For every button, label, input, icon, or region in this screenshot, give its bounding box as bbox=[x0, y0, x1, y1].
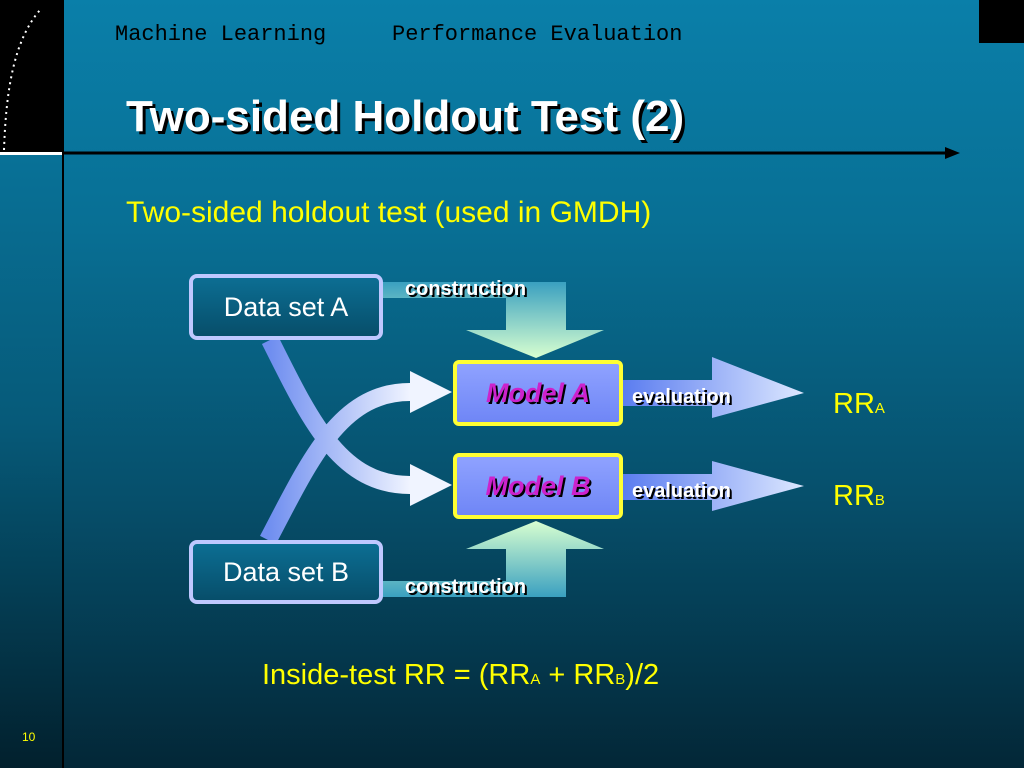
rr-a-sub: A bbox=[874, 400, 885, 417]
rr-b-main: RR bbox=[833, 480, 875, 512]
curve-decoration-icon bbox=[3, 9, 41, 151]
model-b-box: Model B bbox=[453, 453, 623, 519]
model-a-box: Model A bbox=[453, 360, 623, 426]
header-course: Machine Learning bbox=[115, 22, 327, 47]
model-a-label: Model A bbox=[486, 377, 590, 408]
evaluation-label-a: evaluation bbox=[632, 386, 731, 408]
data-set-b-label: Data set B bbox=[222, 556, 350, 587]
model-b-label: Model B bbox=[485, 470, 591, 501]
construction-arrow-bottom bbox=[380, 521, 604, 597]
construction-arrow-top bbox=[380, 282, 604, 358]
rr-a-label: RRA bbox=[833, 388, 885, 421]
formula-prefix: Inside-test RR = (RR bbox=[262, 659, 531, 691]
formula-sub-b: B bbox=[615, 671, 626, 688]
rr-a-main: RR bbox=[833, 388, 875, 420]
rr-b-label: RRB bbox=[833, 480, 885, 513]
header-section: Performance Evaluation bbox=[392, 22, 683, 47]
slide-subtitle: Two-sided holdout test (used in GMDH) bbox=[126, 196, 652, 229]
data-set-b-box: Data set B bbox=[189, 540, 383, 604]
inside-test-formula: Inside-test RR = (RRA + RRB)/2 bbox=[262, 659, 659, 692]
evaluation-arrow-a bbox=[622, 357, 804, 418]
formula-suffix: )/2 bbox=[625, 659, 660, 691]
evaluation-arrow-b bbox=[622, 461, 804, 511]
page-number: 10 bbox=[22, 730, 36, 744]
cross-arrow-b-to-a bbox=[260, 383, 411, 545]
construction-label-bottom: construction bbox=[405, 576, 527, 598]
corner-underline bbox=[0, 152, 62, 155]
construction-label-top: construction bbox=[405, 278, 527, 300]
evaluation-label-b: evaluation bbox=[632, 480, 731, 502]
slide-title: Two-sided Holdout Test (2) bbox=[126, 92, 685, 141]
data-set-a-label: Data set A bbox=[223, 291, 349, 322]
formula-middle: + RR bbox=[540, 659, 616, 691]
rr-b-sub: B bbox=[874, 492, 885, 509]
corner-decoration bbox=[0, 0, 62, 155]
data-set-a-box: Data set A bbox=[189, 274, 383, 340]
top-right-decoration bbox=[979, 0, 1024, 43]
formula-sub-a: A bbox=[530, 671, 541, 688]
